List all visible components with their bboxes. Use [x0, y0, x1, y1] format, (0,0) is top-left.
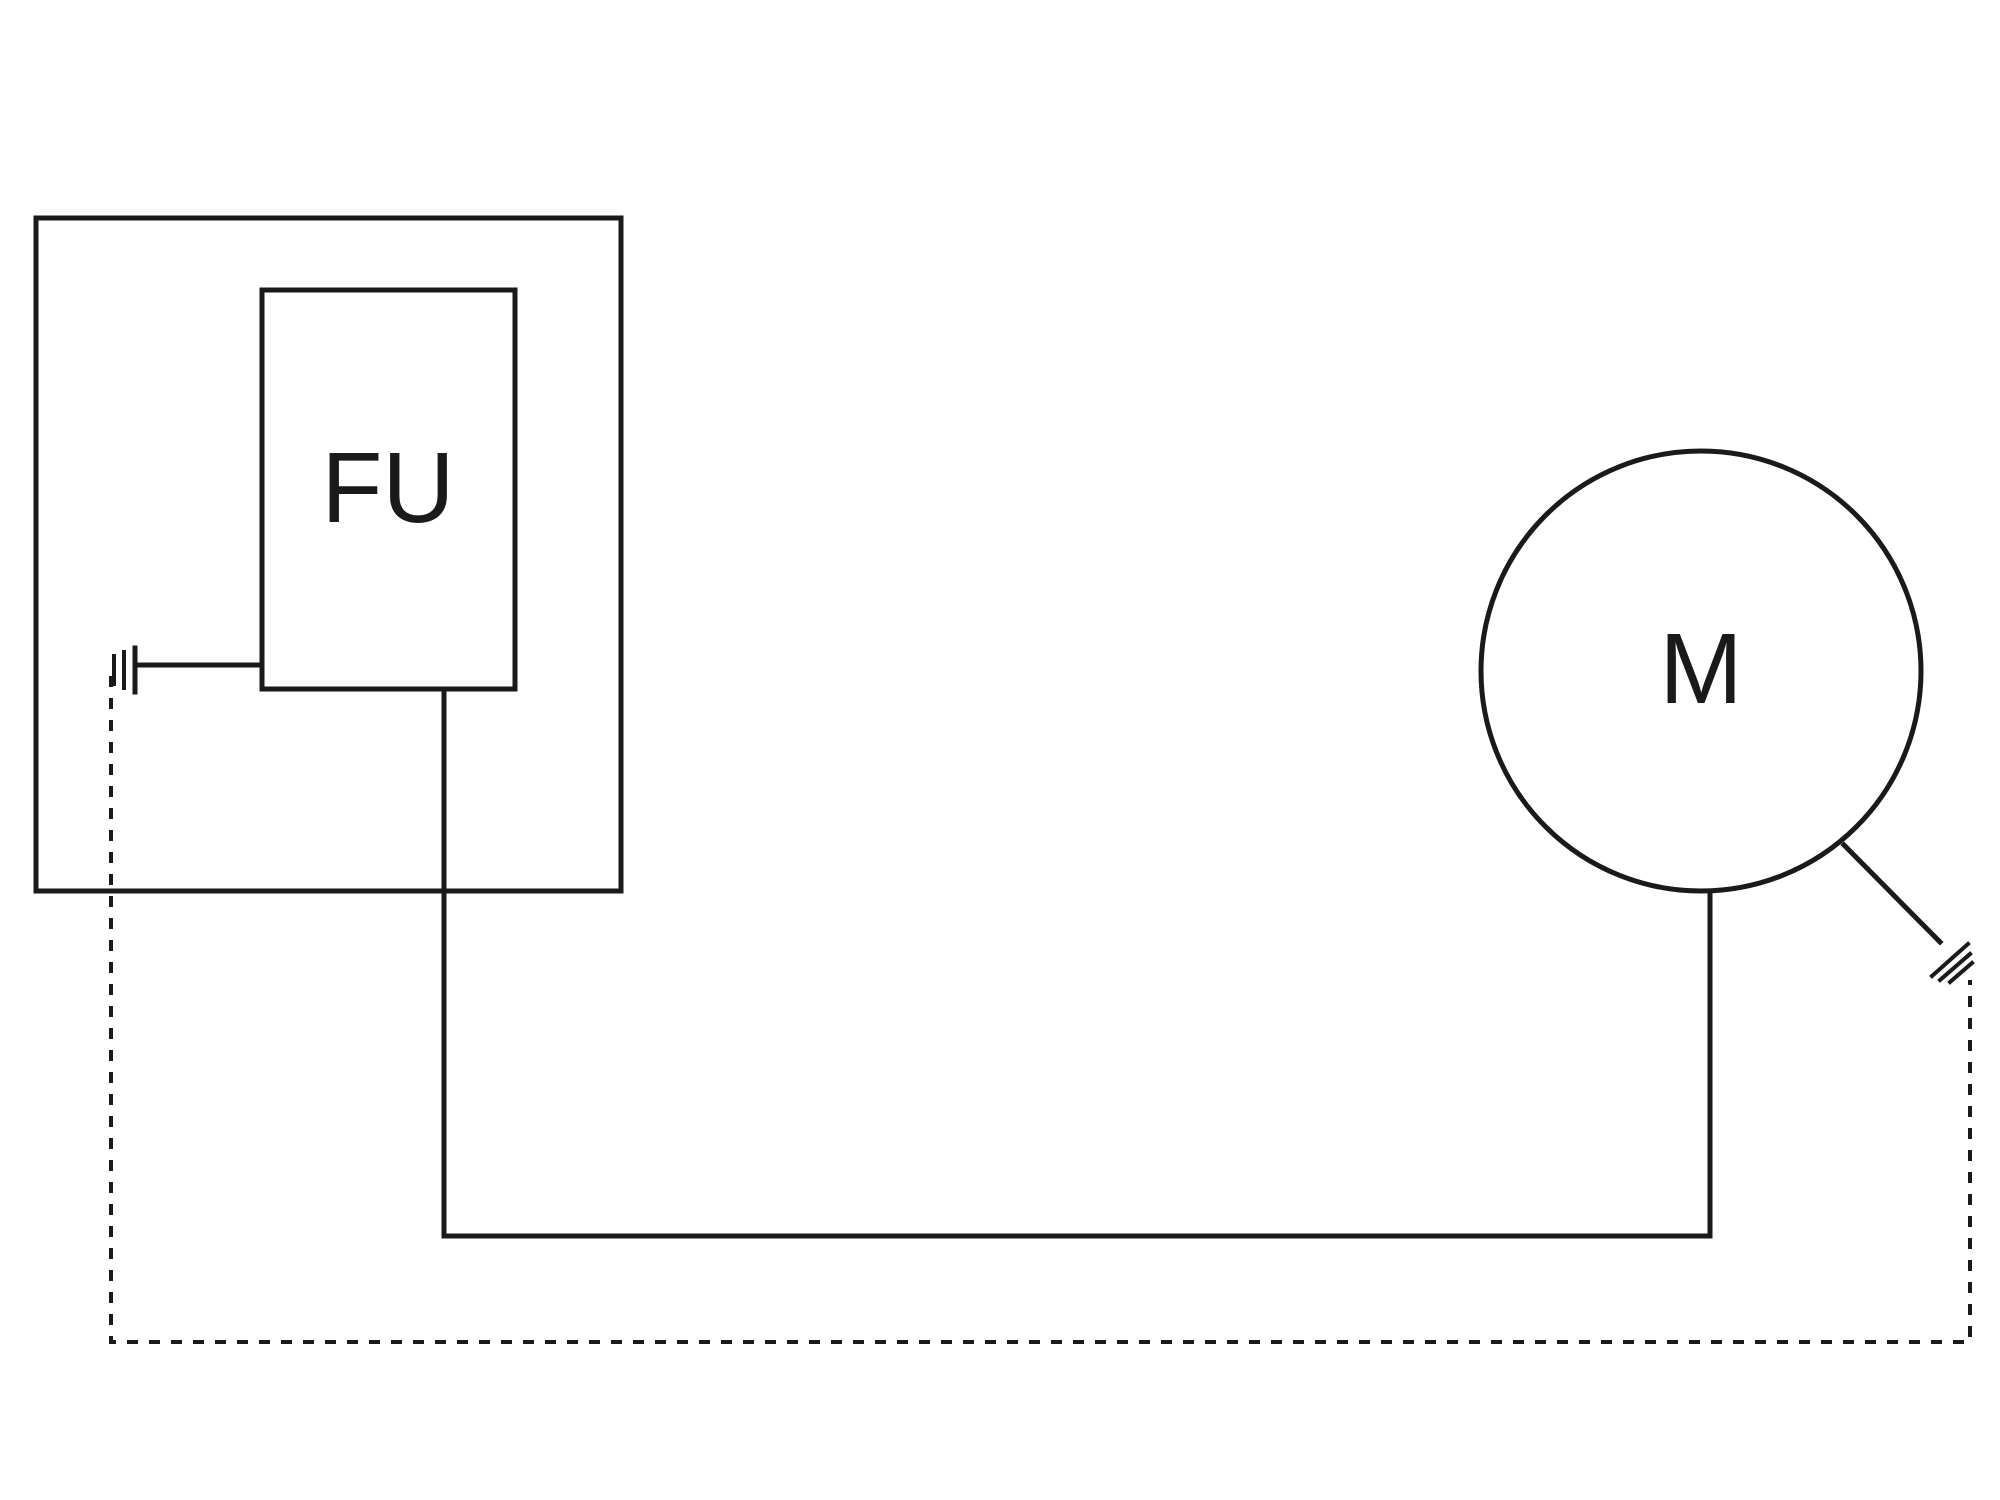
frequency-converter-box: [259, 287, 518, 692]
motor-ground-lead: [1840, 841, 1944, 946]
cabinet-enclosure: [33, 215, 624, 894]
cabinet-ground-icon: [112, 645, 138, 695]
motor-ground-icon: [1929, 941, 1975, 985]
motor-label: M: [1659, 613, 1742, 725]
motor-circle: [1478, 448, 1924, 894]
earth-bonding-line: [109, 676, 1972, 1344]
frequency-converter-label: FU: [321, 432, 454, 544]
motor-cable: [441, 686, 1713, 1239]
